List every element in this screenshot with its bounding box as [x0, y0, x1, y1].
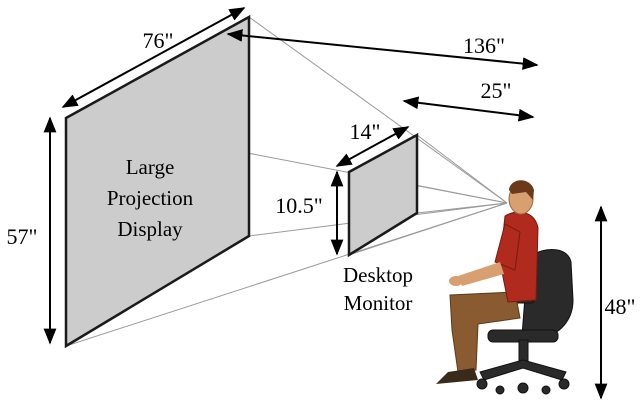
large-display-label-line-1: Large — [126, 155, 175, 179]
large-height-label: 57" — [7, 224, 38, 249]
large-display-label-line-2: Projection — [107, 186, 194, 210]
large-distance-arrow — [226, 29, 539, 70]
dimension-arrows — [43, 7, 608, 400]
desktop-monitor-label: Desktop Monitor — [343, 263, 413, 315]
large-width-arrow — [61, 7, 246, 108]
large-distance-label: 136" — [463, 33, 505, 58]
large-width-label: 76" — [143, 28, 174, 53]
monitor-distance-arrow — [402, 96, 535, 122]
desktop-monitor-label-line-2: Monitor — [344, 291, 413, 315]
person-arm — [494, 223, 521, 271]
monitor-width-arrow — [335, 126, 410, 167]
person-shoe — [436, 368, 478, 384]
large-projection-screen — [64, 14, 251, 349]
large-display-label-line-3: Display — [117, 217, 183, 241]
seated-person-figure — [436, 180, 574, 395]
eye-height-label: 48" — [605, 294, 636, 319]
monitor-width-label: 14" — [350, 119, 381, 144]
person-hair — [509, 180, 534, 200]
monitor-distance-label: 25" — [481, 78, 512, 103]
desktop-monitor-label-line-1: Desktop — [343, 263, 413, 287]
office-chair — [476, 249, 574, 395]
person-forearm — [458, 262, 504, 286]
monitor-height-label: 10.5" — [275, 193, 322, 218]
large-display-label: Large Projection Display — [107, 155, 194, 241]
person-hand — [449, 276, 463, 286]
